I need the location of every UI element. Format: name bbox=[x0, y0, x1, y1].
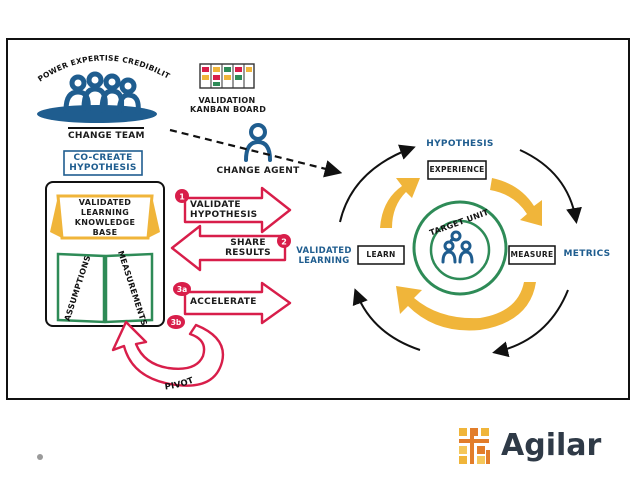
step-2-line-2: RESULTS bbox=[225, 248, 271, 258]
target-unit-people-icon bbox=[441, 230, 474, 264]
book-icon bbox=[56, 252, 154, 324]
step-1-line-2: HYPOTHESIS bbox=[190, 210, 258, 220]
knowledge-base-frame bbox=[45, 181, 165, 327]
validated-learning-line-2: LEARNING bbox=[298, 256, 350, 266]
validation-board-line-2: KANBAN BOARD bbox=[190, 105, 267, 114]
change-agent-label: CHANGE AGENT bbox=[216, 166, 300, 176]
agent-dashed-arrow bbox=[169, 128, 343, 178]
step-1-line-1: VALIDATE bbox=[190, 200, 241, 210]
agilar-grid-icon bbox=[459, 428, 490, 464]
change-team-label: CHANGE TEAM bbox=[68, 131, 145, 141]
experience-label: EXPERIENCE bbox=[429, 165, 485, 174]
step-2-line-1: SHARE bbox=[230, 238, 266, 248]
banner-text: POWER EXPERTISE CREDIBILITY LEADERSHIP bbox=[0, 0, 172, 84]
target-unit-inner bbox=[429, 219, 491, 281]
badge-3b-label: 3b bbox=[171, 318, 182, 327]
learn-label: LEARN bbox=[366, 250, 396, 259]
badge-1-label: 1 bbox=[179, 193, 185, 202]
co-create-box bbox=[63, 150, 143, 176]
validation-board-line-1: VALIDATION bbox=[198, 96, 256, 105]
co-create-label: CO-CREATE HYPOTHESIS bbox=[64, 153, 142, 173]
learn-box bbox=[357, 245, 405, 265]
step-badges bbox=[167, 189, 291, 329]
measure-label: MEASURE bbox=[510, 250, 554, 259]
knowledge-base-line-3: KNOWLEDGE bbox=[74, 218, 136, 227]
knowledge-base-label: VALIDATED LEARNING KNOWLEDGE BASE bbox=[62, 198, 148, 238]
change-team-icon bbox=[37, 71, 157, 129]
badge-2-label: 2 bbox=[281, 238, 287, 247]
step-1-label: VALIDATE HYPOTHESIS bbox=[190, 200, 260, 220]
yellow-cycle-arrows bbox=[380, 178, 542, 331]
agilar-logo: Agilar bbox=[459, 428, 601, 464]
target-unit-outer bbox=[412, 200, 508, 296]
kanban-board-icon bbox=[199, 63, 255, 89]
metrics-label: METRICS bbox=[563, 249, 611, 259]
knowledge-base-line-4: BASE bbox=[92, 228, 118, 237]
slide-bullet bbox=[37, 454, 43, 460]
co-create-line-1: CO-CREATE bbox=[73, 153, 133, 163]
change-agent-icon bbox=[244, 123, 272, 162]
validated-learning-label: VALIDATED LEARNING bbox=[294, 246, 354, 266]
co-create-line-2: HYPOTHESIS bbox=[69, 163, 137, 173]
step-3a-label: ACCELERATE bbox=[190, 297, 257, 307]
knowledge-base-line-2: LEARNING bbox=[80, 208, 130, 217]
badge-3a-label: 3a bbox=[177, 285, 187, 294]
validation-board-label: VALIDATION KANBAN BOARD bbox=[190, 96, 267, 114]
hypothesis-label: HYPOTHESIS bbox=[426, 139, 494, 149]
knowledge-base-line-1: VALIDATED bbox=[78, 198, 132, 207]
outer-cycle bbox=[339, 144, 582, 358]
step-2-label: SHARE RESULTS bbox=[212, 238, 284, 258]
brand-name: Agilar bbox=[501, 428, 602, 463]
step-arrows bbox=[170, 186, 292, 325]
measure-box bbox=[508, 245, 556, 265]
experience-box bbox=[427, 160, 487, 180]
validated-learning-line-1: VALIDATED bbox=[296, 246, 352, 256]
pivot-arrow bbox=[111, 320, 225, 387]
